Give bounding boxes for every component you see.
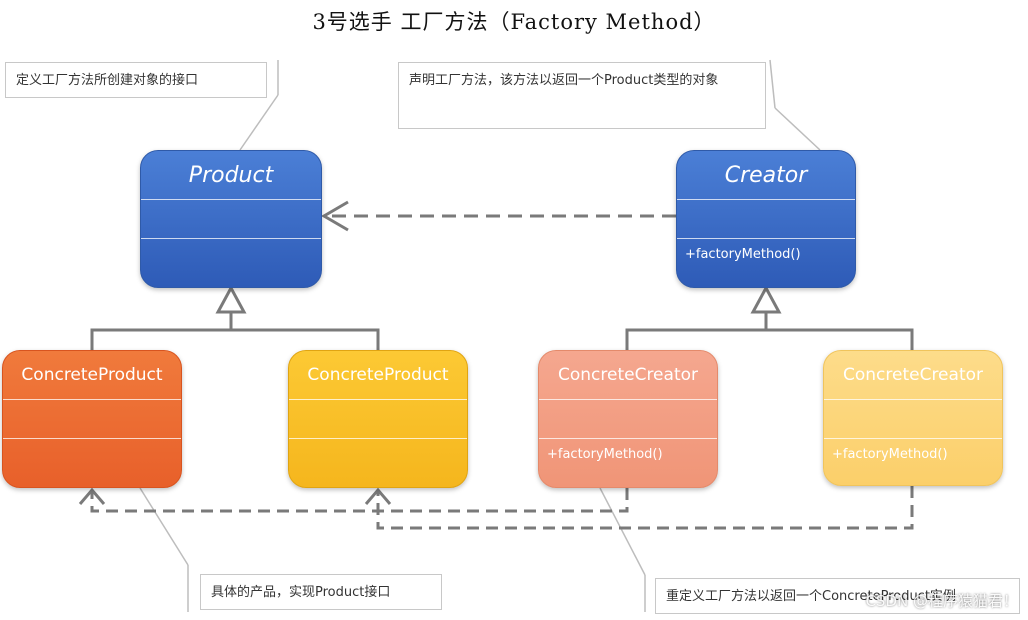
concrete-creator2-dependency <box>376 486 914 530</box>
product-note-leader-diag <box>239 94 279 151</box>
product-note-text: 定义工厂方法所创建对象的接口 <box>16 73 199 88</box>
concrete-creator-2-attributes <box>824 399 1002 438</box>
product-attributes <box>141 199 321 238</box>
concrete-product-note-leader <box>139 487 189 566</box>
concrete-creator-note-text: 重定义工厂方法以返回一个ConcreteProduct实例 <box>666 589 956 604</box>
concrete-creator-note-leader <box>599 487 646 576</box>
product-operations <box>141 238 321 277</box>
product-class: Product <box>140 150 322 288</box>
concrete-product-1-operations <box>3 438 181 477</box>
creator-note: 声明工厂方法，该方法以返回一个Product类型的对象 <box>398 62 766 129</box>
concrete-creator1-dependency <box>90 488 629 513</box>
watermark: CSDN @程序猿猫君！ <box>865 592 1018 610</box>
concrete-product-2-attributes <box>289 399 467 438</box>
concrete-creator-1-method: +factoryMethod() <box>539 438 717 470</box>
creator-note-leader <box>769 59 776 109</box>
concrete-creator-2-class: ConcreteCreator +factoryMethod() <box>823 350 1003 486</box>
concrete-creator-1-name: ConcreteCreator <box>557 365 698 385</box>
creator-class-name: Creator <box>724 162 808 188</box>
concrete-product-1-attributes <box>3 399 181 438</box>
dependency-arrowhead <box>321 200 349 232</box>
concrete-creator-note: 重定义工厂方法以返回一个ConcreteProduct实例 <box>655 578 1020 614</box>
creator-inheritance-bar <box>625 328 914 350</box>
concrete-product-note: 具体的产品，实现Product接口 <box>200 574 442 610</box>
concrete-creator-2-name: ConcreteCreator <box>842 365 983 385</box>
diagram-title: 3号选手 工厂方法（Factory Method） <box>312 10 716 34</box>
concrete-product-2-operations <box>289 438 467 477</box>
creator-inheritance-triangle <box>750 284 782 314</box>
concrete-product-2-name: ConcreteProduct <box>307 365 449 385</box>
concrete-dep2-arrowhead <box>364 487 392 505</box>
product-class-name: Product <box>188 162 274 188</box>
creator-method: +factoryMethod() <box>677 238 855 270</box>
concrete-creator-2-method: +factoryMethod() <box>824 438 1002 470</box>
concrete-product-note-text: 具体的产品，实现Product接口 <box>211 585 391 600</box>
product-inheritance-triangle <box>215 284 247 314</box>
creator-attributes <box>677 199 855 238</box>
concrete-product-2-class: ConcreteProduct <box>288 350 468 488</box>
concrete-creator-1-attributes <box>539 399 717 438</box>
product-inheritance-bar <box>90 328 380 350</box>
concrete-product-1-class: ConcreteProduct <box>2 350 182 488</box>
product-note: 定义工厂方法所创建对象的接口 <box>5 62 267 98</box>
concrete-creator-1-class: ConcreteCreator +factoryMethod() <box>538 350 718 488</box>
creator-class: Creator +factoryMethod() <box>676 150 856 288</box>
creator-note-text: 声明工厂方法，该方法以返回一个Product类型的对象 <box>409 73 719 88</box>
creator-note-leader-diag <box>774 107 821 151</box>
concrete-product-1-name: ConcreteProduct <box>21 365 163 385</box>
concrete-dep1-arrowhead <box>78 487 106 505</box>
